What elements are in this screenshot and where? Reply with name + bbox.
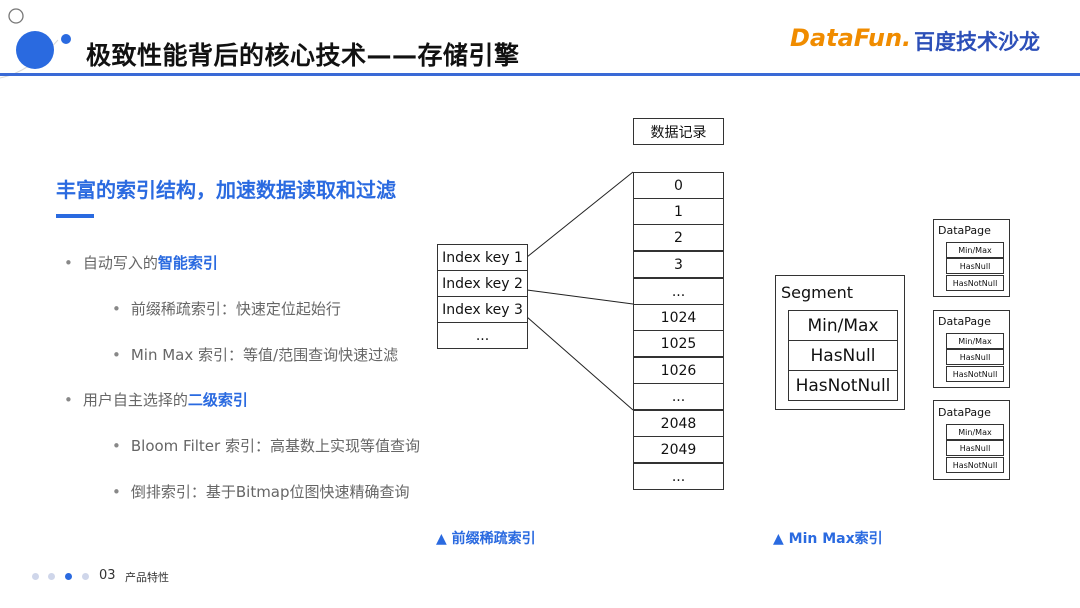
index-key-cell: Index key 2: [437, 270, 528, 297]
index-key-cell: Index key 1: [437, 244, 528, 271]
decorative-circles: [0, 8, 71, 79]
data-record-cell: 1: [633, 198, 724, 225]
data-record-cell: 1026: [633, 357, 724, 384]
large-blue-dot-icon: [16, 31, 54, 69]
data-record-cell: 0: [633, 172, 724, 199]
data-record-cell: ...: [633, 278, 724, 305]
datapage-minmax-cell: Min/Max: [946, 424, 1004, 440]
datapage-hasnull-cell: HasNull: [946, 349, 1004, 365]
datapage-minmax-cell: Min/Max: [946, 333, 1004, 349]
index-key-cell: ...: [437, 322, 528, 349]
segment-hasnotnull-cell: HasNotNull: [788, 370, 898, 401]
footer-section: 产品特性: [125, 571, 169, 584]
datapage-hasnull-cell: HasNull: [946, 258, 1004, 274]
small-blue-dot-icon: [61, 34, 71, 44]
page-dot: [32, 573, 39, 580]
bullet-prefix-sparse: •前缀稀疏索引：快速定位起始行: [112, 300, 341, 318]
data-records-header: 数据记录: [633, 118, 724, 145]
section-subtitle: 丰富的索引结构，加速数据读取和过滤: [56, 178, 396, 202]
bullet-dot-icon: •: [112, 300, 121, 318]
datapage-title: DataPage: [938, 406, 991, 419]
data-record-cell: 2: [633, 224, 724, 251]
data-record-cell: 3: [633, 251, 724, 278]
bullet-dot-icon: •: [64, 391, 73, 409]
data-record-cell: ...: [633, 463, 724, 490]
bullet-smart-index: •自动写入的智能索引: [64, 254, 218, 272]
datafun-logo-text: DataFun.: [790, 24, 912, 52]
connector-key3: [526, 316, 634, 411]
smart-index-highlight: 智能索引: [157, 254, 218, 272]
page-title: 极致性能背后的核心技术——存储引擎: [86, 41, 520, 70]
data-record-cell: ...: [633, 383, 724, 410]
segment-minmax-cell: Min/Max: [788, 310, 898, 341]
index-key-cell: Index key 3: [437, 296, 528, 323]
bullet-dot-icon: •: [112, 346, 121, 364]
page-dot: [82, 573, 89, 580]
connector-key2: [526, 289, 634, 305]
bullet-bloom-filter: •Bloom Filter 索引：高基数上实现等值查询: [112, 437, 420, 455]
data-record-cell: 2049: [633, 436, 724, 463]
caption-prefix-sparse-index: ▲ 前缀稀疏索引: [436, 531, 536, 547]
connector-key1: [526, 171, 634, 258]
data-record-cell: 2048: [633, 410, 724, 437]
bullet-minmax: •Min Max 索引：等值/范围查询快速过滤: [112, 346, 399, 364]
datapage-hasnotnull-cell: HasNotNull: [946, 457, 1004, 473]
bullet-dot-icon: •: [112, 437, 121, 455]
datafun-logo: DataFun.: [790, 24, 911, 52]
baidu-salon-logo: 百度技术沙龙: [914, 30, 1040, 54]
secondary-index-highlight: 二级索引: [187, 391, 248, 409]
segment-title: Segment: [781, 283, 853, 302]
datapage-hasnull-cell: HasNull: [946, 440, 1004, 456]
bullet-secondary-index: •用户自主选择的二级索引: [64, 391, 248, 409]
subtitle-accent-bar: [56, 214, 94, 218]
data-record-cell: 1024: [633, 304, 724, 331]
caption-minmax-index: ▲ Min Max索引: [773, 531, 883, 547]
bullet-inverted-index: •倒排索引：基于Bitmap位图快速精确查询: [112, 483, 410, 501]
bullet-dot-icon: •: [112, 483, 121, 501]
page-dot-active: [65, 573, 72, 580]
datapage-title: DataPage: [938, 224, 991, 237]
small-ring-icon: [8, 8, 24, 24]
page-dot: [48, 573, 55, 580]
data-record-cell: 1025: [633, 330, 724, 357]
footer-page-number: 03: [99, 568, 116, 583]
datapage-hasnotnull-cell: HasNotNull: [946, 366, 1004, 382]
datapage-hasnotnull-cell: HasNotNull: [946, 275, 1004, 291]
datapage-title: DataPage: [938, 315, 991, 328]
segment-hasnull-cell: HasNull: [788, 340, 898, 371]
segment-box: [775, 275, 905, 410]
bullet-dot-icon: •: [64, 254, 73, 272]
datapage-minmax-cell: Min/Max: [946, 242, 1004, 258]
title-underline: [0, 73, 1080, 76]
